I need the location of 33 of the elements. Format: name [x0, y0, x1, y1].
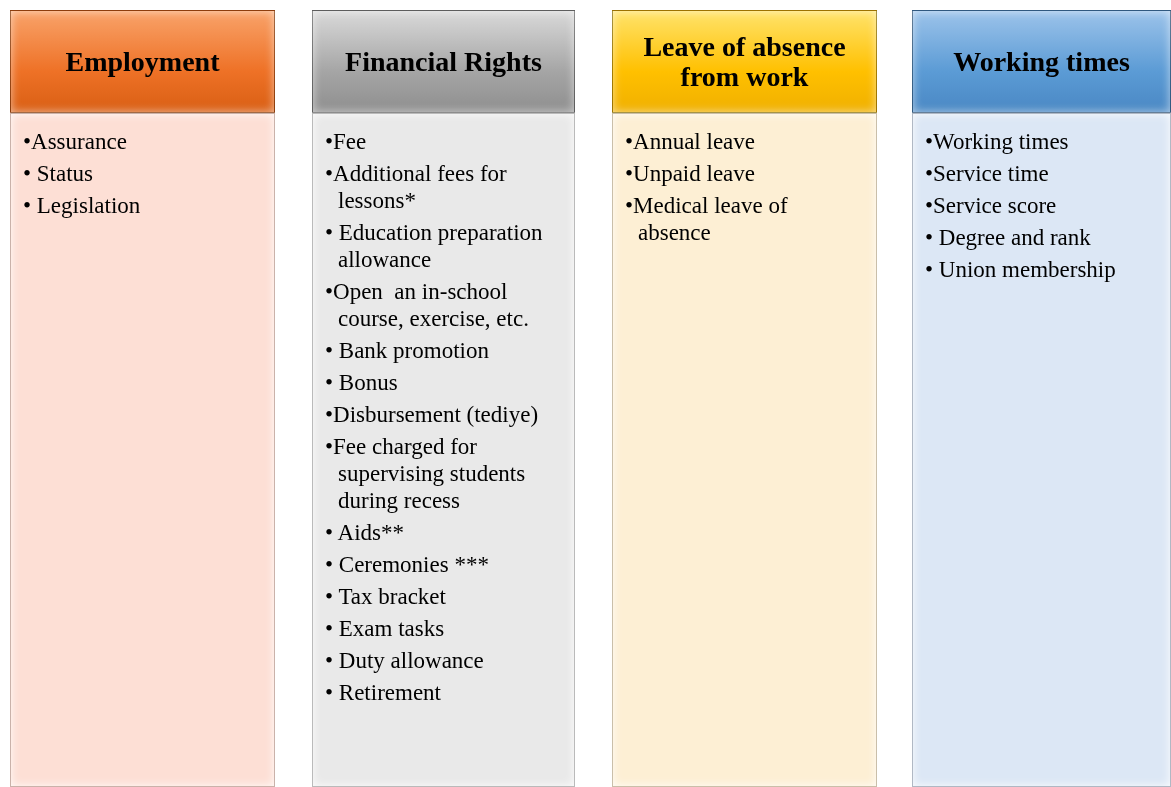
column-panel [912, 113, 1171, 787]
list-item: • Duty allowance [325, 647, 485, 674]
column-header: Employment [10, 10, 275, 113]
list-item: • Status [23, 160, 95, 187]
list-item: • Aids** [325, 519, 405, 546]
list-item: •Additional fees for lessons* [325, 160, 508, 214]
list-item: • Tax bracket [325, 583, 447, 610]
list-item: • Exam tasks [325, 615, 446, 642]
column-header: Financial Rights [312, 10, 575, 113]
list-item: • Retirement [325, 679, 442, 706]
list-item: •Fee [325, 128, 368, 155]
list-item: •Annual leave [625, 128, 757, 155]
list-item: •Assurance [23, 128, 128, 155]
list-item: •Fee charged for supervising students during recess [325, 433, 527, 514]
list-item: • Degree and rank [925, 224, 1092, 251]
list-item: •Medical leave of absence [625, 192, 789, 246]
list-item: • Bonus [325, 369, 399, 396]
list-item: • Ceremonies *** [325, 551, 490, 578]
list-item: •Open an in-school course, exercise, etc. [325, 278, 530, 332]
column-panel [312, 113, 575, 787]
list-item: • Bank promotion [325, 337, 490, 364]
column-header: Working times [912, 10, 1171, 113]
list-item: •Unpaid leave [625, 160, 757, 187]
column-panel [612, 113, 877, 787]
list-item: •Service time [925, 160, 1050, 187]
column-panel [10, 113, 275, 787]
list-item: •Service score [925, 192, 1058, 219]
list-item: • Education preparation allowance [325, 219, 544, 273]
list-item: • Union membership [925, 256, 1117, 283]
list-item: •Working times [925, 128, 1070, 155]
list-item: •Disbursement (tediye) [325, 401, 540, 428]
column-header: Leave of absence from work [612, 10, 877, 113]
list-item: • Legislation [23, 192, 142, 219]
